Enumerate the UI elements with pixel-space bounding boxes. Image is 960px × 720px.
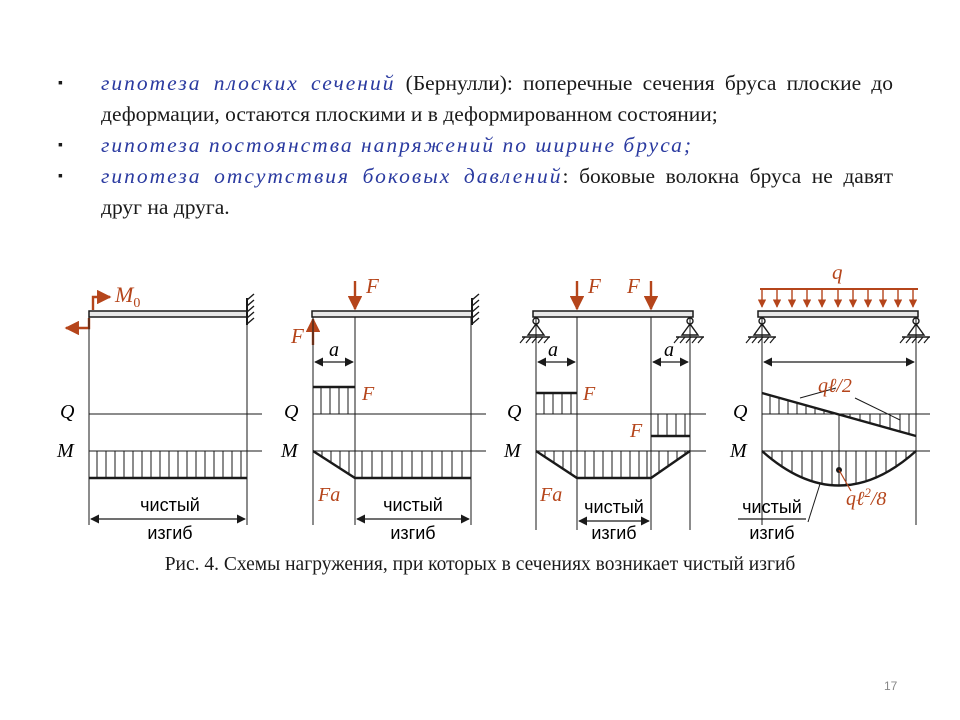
- pure-bending-label-1: чистый: [584, 497, 644, 517]
- pure-bending-label-2: изгиб: [147, 523, 192, 543]
- q-hatch: [657, 414, 686, 436]
- beam: [88, 310, 248, 318]
- bullet-list: ▪ гипотеза плоских сечений (Бернулли): п…: [58, 68, 893, 223]
- q-value-label: F: [582, 383, 596, 405]
- m-label: M: [280, 440, 299, 462]
- pure-bending-label-2: изгиб: [591, 523, 636, 543]
- q-label: Q: [60, 401, 75, 423]
- leader-line: [799, 387, 837, 399]
- bullet-item: ▪ гипотеза постоянства напряжений по шир…: [58, 130, 893, 161]
- q-value-label: F: [361, 383, 375, 405]
- m-hatch: [96, 451, 242, 478]
- loading-schemes-figure: M0 Q M чистый изгиб F F a Q M F: [56, 260, 930, 543]
- beam: [532, 310, 694, 318]
- diagram-simply-supported-two-forces: F F a a Q M F F Fa чистый изгиб: [503, 274, 706, 543]
- bullet-marker: ▪: [58, 76, 63, 91]
- pin-support-right: [673, 317, 704, 344]
- support-hatch: [246, 293, 255, 325]
- bullet-text: (Бернулли): поперечные сечения бруса пло…: [101, 71, 893, 126]
- diagram-distributed-load: q: [729, 260, 930, 543]
- pin-support-left: [745, 317, 776, 344]
- m-hatch: [321, 451, 463, 478]
- m-label: M: [56, 440, 75, 462]
- pure-bending-label-1: чистый: [742, 497, 802, 517]
- force-label: F: [626, 274, 640, 298]
- figure-caption: Рис. 4. Схемы нагружения, при которых в …: [164, 554, 796, 575]
- moment-arrow-top: [91, 289, 112, 310]
- pure-bending-label-1: чистый: [140, 495, 200, 515]
- q-label: Q: [284, 401, 299, 423]
- bullet-term: гипотеза плоских сечений: [101, 71, 396, 95]
- dim-a-label: a: [548, 339, 558, 361]
- bullet-term: гипотеза постоянства напряжений по ширин…: [101, 133, 694, 157]
- leader-line: [838, 469, 852, 492]
- dim-a-label: a: [664, 339, 674, 361]
- q-hatch: [769, 395, 910, 434]
- m-diagram-parabola: [761, 450, 917, 487]
- m-label: M: [729, 440, 748, 462]
- pin-support-right: [899, 317, 930, 344]
- m-hatch: [544, 451, 686, 478]
- q-label: Q: [733, 401, 748, 423]
- q-value-label: qℓ/2: [818, 375, 852, 397]
- pure-bending-label-2: изгиб: [749, 523, 794, 543]
- m-label: M: [503, 440, 522, 462]
- m-hatch: [771, 451, 907, 484]
- q-label: Q: [507, 401, 522, 423]
- load-label: q: [832, 260, 843, 284]
- m-diagram-line: [535, 449, 691, 480]
- q-hatch: [320, 387, 349, 414]
- q-hatch: [543, 393, 572, 414]
- m-value-label: qℓ2/8: [846, 485, 886, 510]
- page-number: 17: [884, 679, 898, 693]
- diagram-cantilever-forces: F F a Q M F Fa чистый изгиб: [280, 274, 486, 543]
- diagram-cantilever-moment: M0 Q M чистый изгиб: [56, 282, 262, 543]
- beam: [311, 310, 473, 318]
- pin-support-left: [519, 317, 550, 344]
- dim-a-label: a: [329, 339, 339, 361]
- bullet-item: ▪ гипотеза плоских сечений (Бернулли): п…: [58, 68, 893, 130]
- q-value-label: F: [629, 420, 643, 442]
- force-label: F: [365, 274, 379, 298]
- bullet-text: : боковые волокна бруса не давят друг на…: [101, 164, 894, 219]
- m-value-label: Fa: [317, 484, 340, 506]
- moment-label: M0: [114, 282, 140, 311]
- beam: [757, 310, 919, 318]
- support-hatch: [471, 293, 480, 325]
- pure-bending-label-1: чистый: [383, 495, 443, 515]
- bullet-item: ▪ гипотеза отсутствия боковых давлений: …: [58, 161, 893, 223]
- bullet-marker: ▪: [58, 138, 63, 153]
- load-arrows: [757, 289, 918, 308]
- leader-line: [854, 397, 901, 421]
- bullet-term: гипотеза отсутствия боковых давлений: [101, 164, 563, 188]
- pure-bending-label-2: изгиб: [390, 523, 435, 543]
- moment-arrow-bottom: [64, 318, 91, 336]
- leader-line: [807, 483, 821, 523]
- m-value-label: Fa: [539, 484, 562, 506]
- force-label: F: [290, 324, 304, 348]
- force-label: F: [587, 274, 601, 298]
- bullet-marker: ▪: [58, 169, 63, 184]
